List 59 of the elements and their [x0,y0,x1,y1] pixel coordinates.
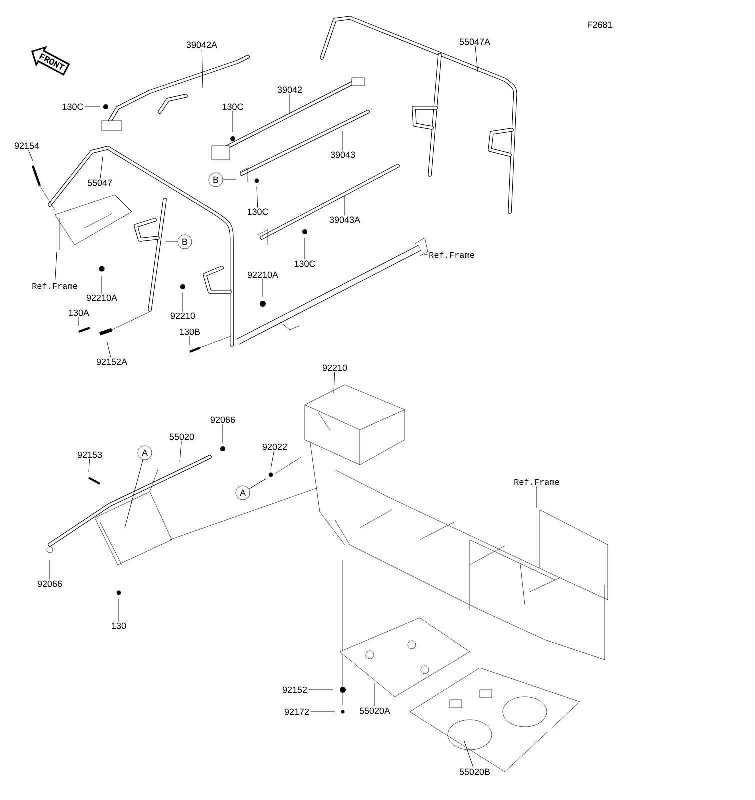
callout-number: 55047A [460,38,490,46]
callout-number: 130 [112,622,126,630]
leader-line [270,451,274,470]
callout-number: 39042 [278,86,302,94]
leader-line [424,254,428,256]
callout-number: 92210A [248,272,278,278]
callout-number: 92210 [322,364,348,372]
callout-number: 39042A [186,42,218,48]
leader-line [180,441,182,462]
callout-number: 39043A [330,216,360,224]
leader-line [118,598,120,622]
reference-label: Ref.Frame [430,252,474,258]
leader-line [100,156,104,179]
leader-line [342,130,344,151]
leader-line [334,372,336,394]
callout-number: 55020B [460,768,490,776]
leader-line [124,460,144,528]
callout-number: 92022 [262,444,288,450]
leader-line [55,252,58,282]
callout-number: 92210A [86,294,118,302]
leader-line [464,740,474,768]
callout-number: 130C [62,104,84,110]
callout-number: 55020 [170,434,194,440]
callout-number: 55020A [360,708,390,714]
callout-number: 92153 [78,452,102,458]
callout-number: 55047 [88,180,112,186]
callout-number: 92172 [284,708,310,716]
callout-number: 39043 [330,152,356,158]
reference-label: Ref.Frame [32,282,78,290]
callout-number: 130C [222,104,244,110]
callout-number: 92066 [210,416,236,424]
leader-line [182,292,184,312]
callout-number: 130C [294,260,316,268]
leader-line [202,49,204,88]
leader-line [84,106,100,108]
leader-line [28,150,34,162]
leader-line [222,424,224,444]
callout-number: 130B [180,328,200,336]
callout-number: 130A [69,310,90,316]
leader-line [536,486,538,508]
callout-number: 92154 [14,142,40,150]
leader-line [78,317,80,326]
callout-number: 130C [248,208,268,216]
callout-number: 92152A [96,358,128,366]
leader-line [374,682,376,707]
callout-number: 92152 [282,686,308,694]
leader-line [256,186,258,208]
leader-line [262,279,264,298]
leader-line [232,111,234,132]
leader-line [304,238,306,260]
leader-line [344,196,346,216]
leader-line [248,478,266,490]
callout-number: 92210 [170,312,196,320]
figure-code: F2681 [588,22,612,28]
leader-line [106,340,112,358]
leader-line [475,46,478,72]
callout-number: 92066 [38,580,62,588]
leader-line [88,459,90,472]
reference-label: Ref.Frame [514,478,560,486]
